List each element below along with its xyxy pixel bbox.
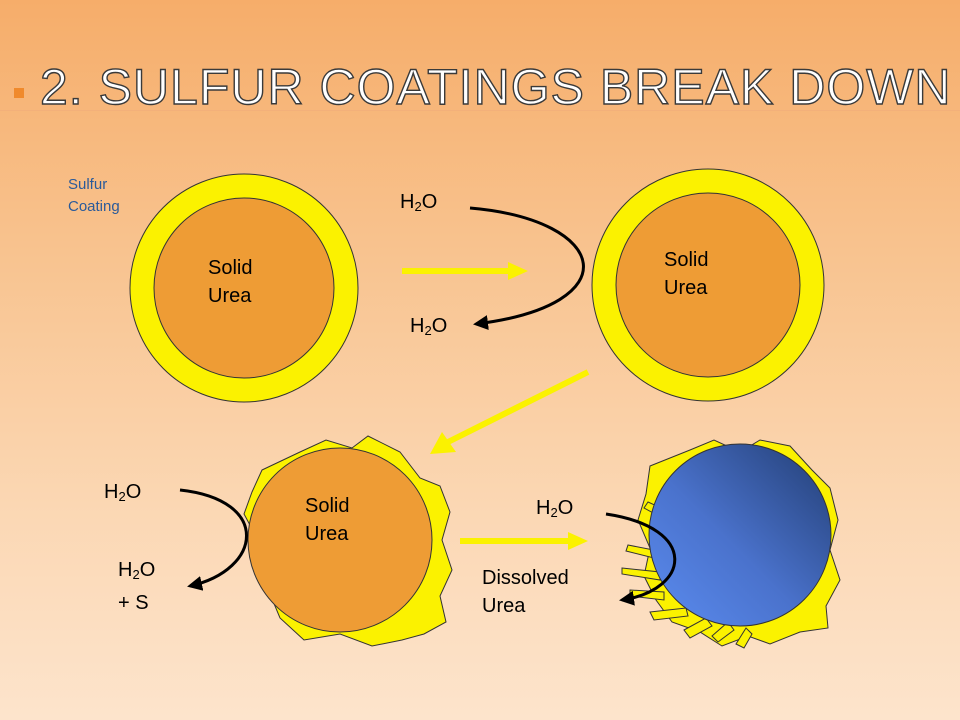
solid-label-line2: Urea (208, 285, 252, 307)
arrow-stage1-to-stage2 (402, 262, 528, 280)
sulfur-coating-label: Sulfur Coating (68, 174, 120, 218)
stage4-water-flow-arrow (605, 512, 677, 606)
stage1-granule (129, 173, 359, 403)
stage2-water-in-label: H2O (400, 191, 438, 214)
stage4-dissolved-urea (648, 443, 832, 627)
stage2-granule (591, 168, 825, 402)
dissolved-label-line1: Dissolved (482, 567, 569, 589)
solid-label-line1: Solid (208, 257, 253, 279)
dissolved-urea-label: Dissolved Urea (482, 564, 569, 620)
stage3-solid-urea (247, 447, 433, 633)
stage3-water-in-label: H2O (104, 481, 142, 504)
stage1-solid-urea-label: Solid Urea (208, 254, 252, 310)
slide-title: 2. Sulfur Coatings Break Down (39, 58, 952, 115)
solid-label-line2: Urea (305, 523, 349, 545)
arrow-stage3-to-stage4 (460, 532, 588, 550)
solid-label-line1: Solid (664, 249, 709, 271)
stage3-water-flow-arrow (179, 488, 248, 591)
sulfur-coating-label-line2: Coating (68, 198, 120, 215)
stage3-granule (243, 435, 453, 647)
arrow-stage2-to-stage3 (430, 369, 590, 454)
solid-label-line1: Solid (305, 495, 350, 517)
stage3-solid-urea-label: Solid Urea (305, 492, 349, 548)
stage2-solid-urea-label: Solid Urea (664, 246, 708, 302)
stage2-water-out-label: H2O (410, 315, 448, 338)
stage4-water-in-label: H2O (536, 497, 574, 520)
stage3-water-sulfur-out-label: H2O + S (118, 556, 155, 617)
dissolved-label-line2: Urea (482, 595, 526, 617)
stage2-solid-urea (615, 192, 801, 378)
stage4-granule (621, 439, 841, 649)
stage1-solid-urea (153, 197, 335, 379)
title-accent-square (14, 88, 24, 98)
sulfur-coating-label-line1: Sulfur (68, 176, 108, 193)
solid-label-line2: Urea (664, 277, 708, 299)
sulfur-suffix-label: + S (118, 592, 149, 614)
stage2-water-flow-arrow (469, 206, 585, 330)
title-rule (0, 110, 960, 111)
